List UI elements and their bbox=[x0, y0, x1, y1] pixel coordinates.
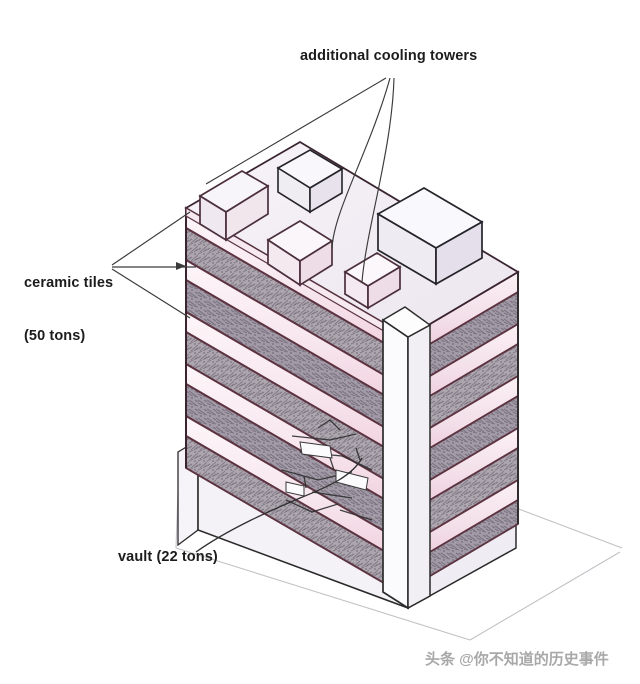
label-ceramic-tiles-line1: ceramic tiles bbox=[24, 275, 114, 292]
label-additional-cooling-towers: additional cooling towers bbox=[300, 48, 478, 64]
cooling-tower-box-large-right bbox=[376, 187, 484, 286]
label-ceramic-tiles-line2: (50 tons) bbox=[24, 328, 86, 345]
cutaway-void-patches bbox=[285, 441, 369, 497]
cutaway-detail-marks bbox=[281, 419, 373, 521]
cooling-tower-box-front bbox=[343, 252, 402, 310]
corner-column bbox=[381, 306, 432, 610]
leader-lines-ceramic-tiles bbox=[111, 211, 196, 319]
leader-lines-cooling-towers bbox=[205, 77, 395, 283]
watermark: 头条 @你不知道的历史事件 bbox=[425, 651, 609, 668]
cooling-tower-box-left bbox=[198, 170, 270, 242]
label-vault: vault (22 tons) bbox=[118, 549, 218, 565]
label-ceramic-tiles: ceramic tiles (50 tons) bbox=[24, 240, 113, 382]
leader-line-vault bbox=[195, 457, 363, 553]
cooling-tower-box-upper bbox=[276, 149, 344, 214]
cooling-tower-box-middle bbox=[266, 220, 334, 287]
right-facade-bands bbox=[407, 270, 519, 591]
